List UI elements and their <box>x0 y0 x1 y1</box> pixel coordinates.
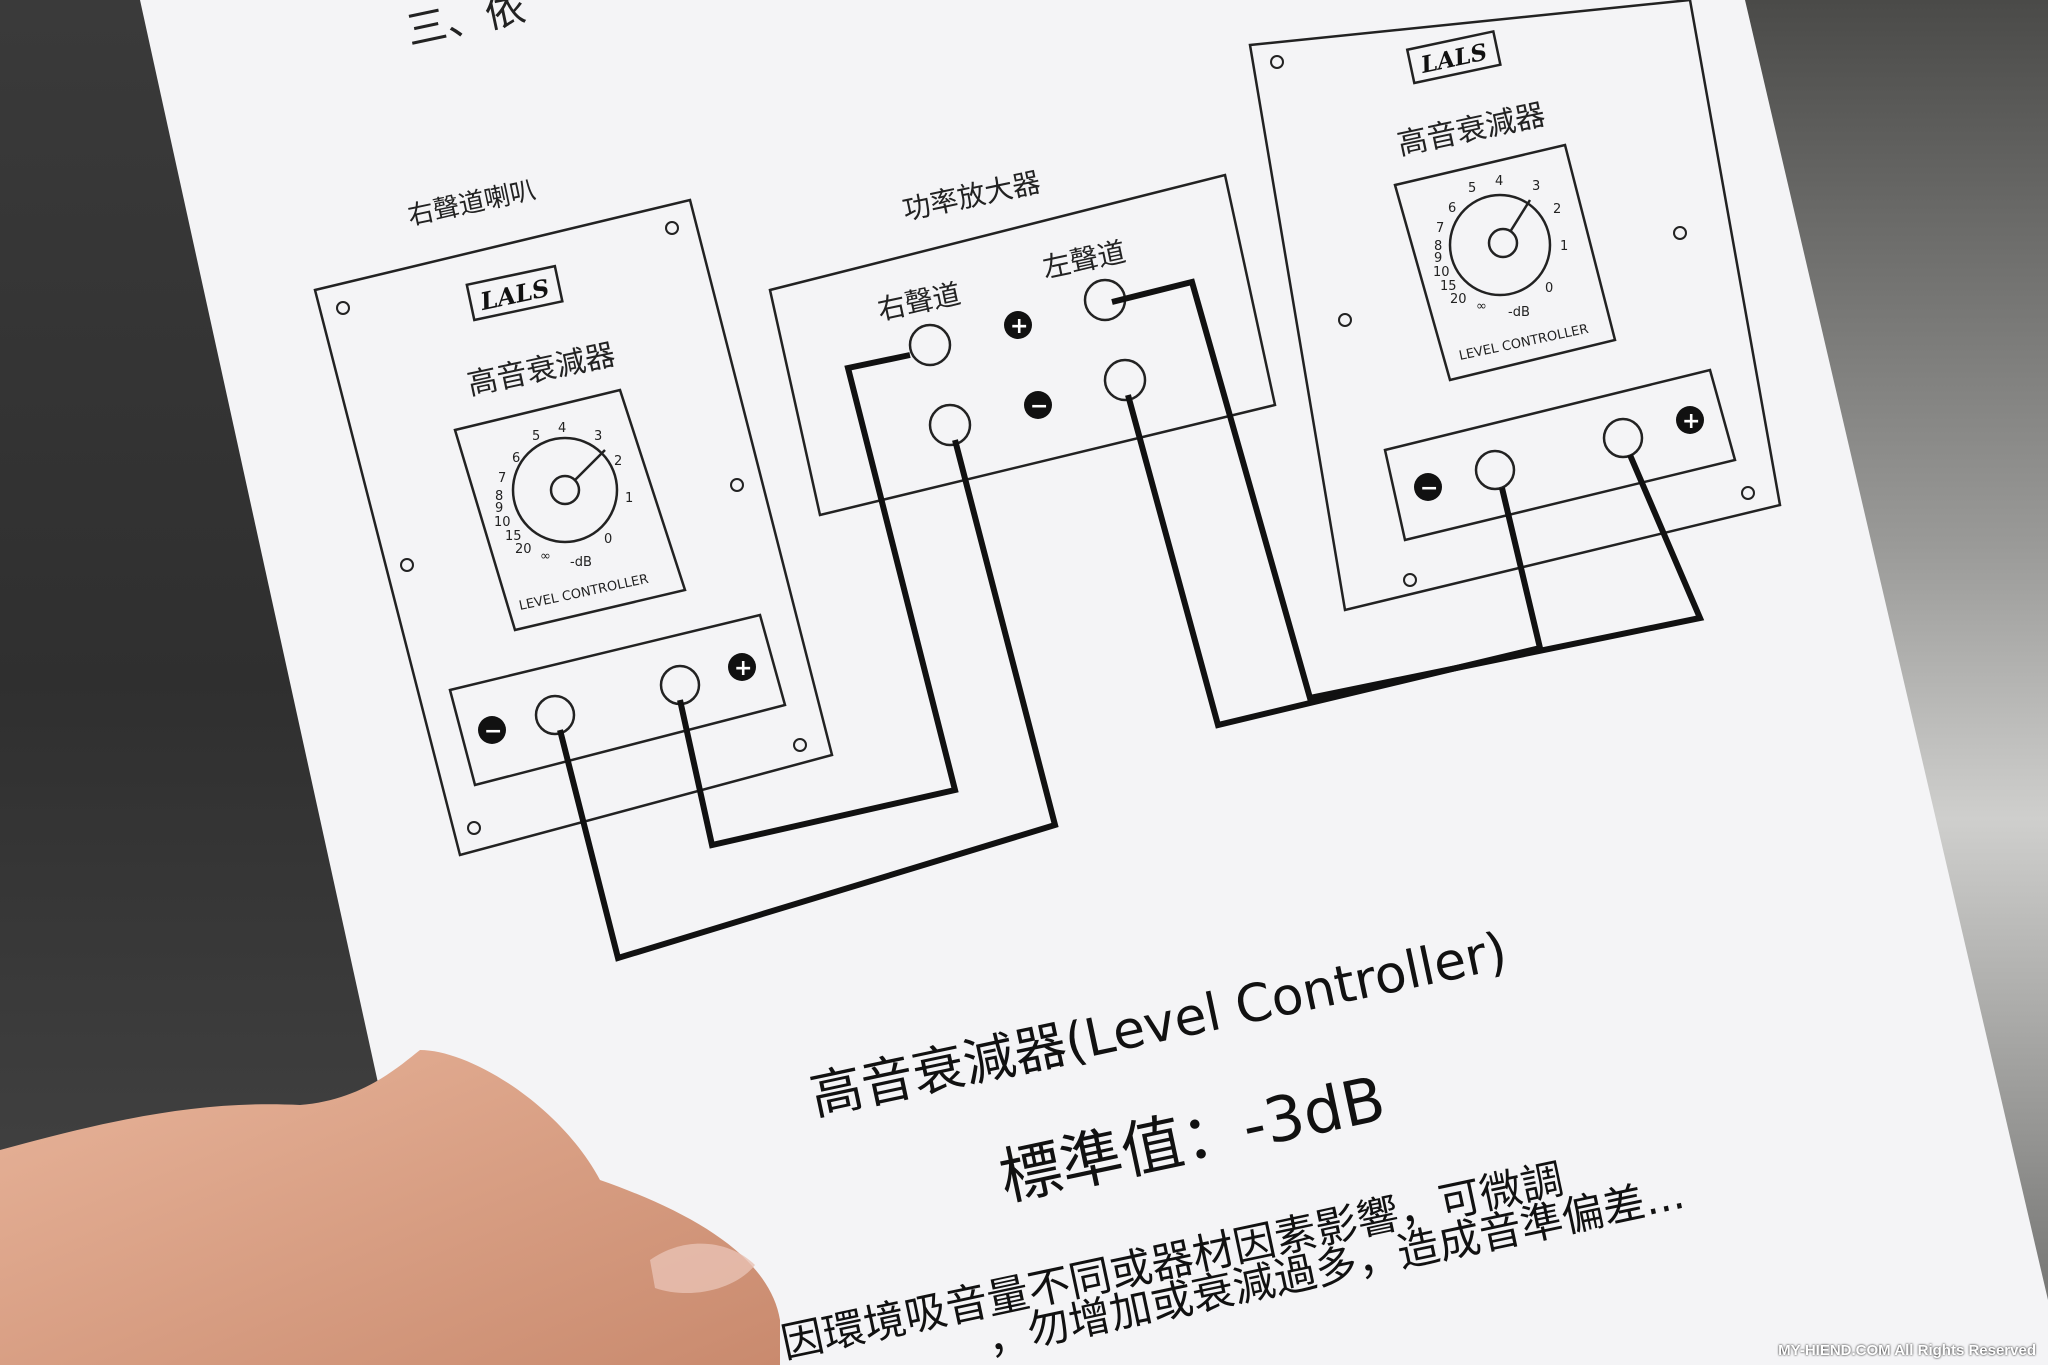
dial-tick-1: 1 <box>625 491 633 506</box>
amp-right-neg-terminal <box>928 403 972 447</box>
dial-l-tick-7: 7 <box>1436 221 1444 236</box>
watermark: MY-HIEND.COM All Rights Reserved <box>1778 1342 2036 1359</box>
amp-minus-symbol: − <box>1030 394 1048 419</box>
dial-l-tick-8: 8 <box>1434 239 1442 254</box>
amp-left-neg-terminal <box>1103 358 1147 402</box>
hand <box>0 1050 780 1365</box>
wire-right-neg <box>557 439 1059 962</box>
left-plus-icon <box>1676 406 1704 434</box>
left-speaker-neg-terminal <box>1474 449 1516 491</box>
dial-l-tick-10: 10 <box>1433 265 1450 280</box>
left-minus-symbol: − <box>1420 476 1438 501</box>
dial-l-tick-2: 2 <box>1553 202 1561 217</box>
dial-tick-inf: ∞ <box>540 549 551 564</box>
dial-tick-5: 5 <box>532 429 540 444</box>
paper-sheet <box>140 0 2048 1365</box>
dial-l-tick-15: 15 <box>1440 279 1457 294</box>
brand-logo-box-left <box>1405 29 1502 85</box>
wire-right-pos <box>677 352 959 849</box>
dial-tick-9: 9 <box>495 501 503 516</box>
dial-l-tick-20: 20 <box>1450 292 1467 307</box>
amp-plus-symbol: + <box>1010 314 1028 339</box>
left-speaker-pos-terminal <box>1602 417 1644 459</box>
minus-terminal-icon <box>478 716 506 744</box>
dial-tick-3: 3 <box>594 429 602 444</box>
dial-l-tick-3: 3 <box>1532 179 1540 194</box>
dial-tick-6: 6 <box>512 451 520 466</box>
dial-tick-7: 7 <box>498 471 506 486</box>
left-minus-icon <box>1414 473 1442 501</box>
dial-tick-20: 20 <box>515 542 532 557</box>
dial-unit: -dB <box>570 555 592 570</box>
dial-l-tick-4: 4 <box>1495 174 1503 189</box>
dial-tick-10: 10 <box>494 515 511 530</box>
amp-right-pos-terminal <box>908 323 952 367</box>
dial-l-tick-0: 0 <box>1545 281 1553 296</box>
brand-logo-box <box>465 264 564 322</box>
wire-left-neg <box>1125 394 1544 729</box>
dial-tick-0: 0 <box>604 532 612 547</box>
minus-symbol: − <box>484 719 502 744</box>
dial-tick-15: 15 <box>505 529 522 544</box>
dial-tick-4: 4 <box>558 421 566 436</box>
speaker-wires <box>557 278 1705 962</box>
dial-l-tick-9: 9 <box>1434 251 1442 266</box>
dial-l-tick-5: 5 <box>1468 181 1476 196</box>
speaker-neg-terminal <box>534 694 576 736</box>
dial-l-tick-6: 6 <box>1448 201 1456 216</box>
plus-symbol: + <box>734 656 752 681</box>
dial-l-tick-1: 1 <box>1560 239 1568 254</box>
wire-left-pos <box>1111 278 1705 702</box>
amp-minus-icon <box>1024 391 1052 419</box>
plus-terminal-icon <box>728 653 756 681</box>
dial-tick-2: 2 <box>614 454 622 469</box>
left-plus-symbol: + <box>1682 409 1700 434</box>
dial-tick-8: 8 <box>495 489 503 504</box>
dial-l-tick-inf: ∞ <box>1476 299 1487 314</box>
dial-l-unit: -dB <box>1508 305 1530 320</box>
thumbnail <box>650 1243 755 1294</box>
amp-plus-icon <box>1004 311 1032 339</box>
